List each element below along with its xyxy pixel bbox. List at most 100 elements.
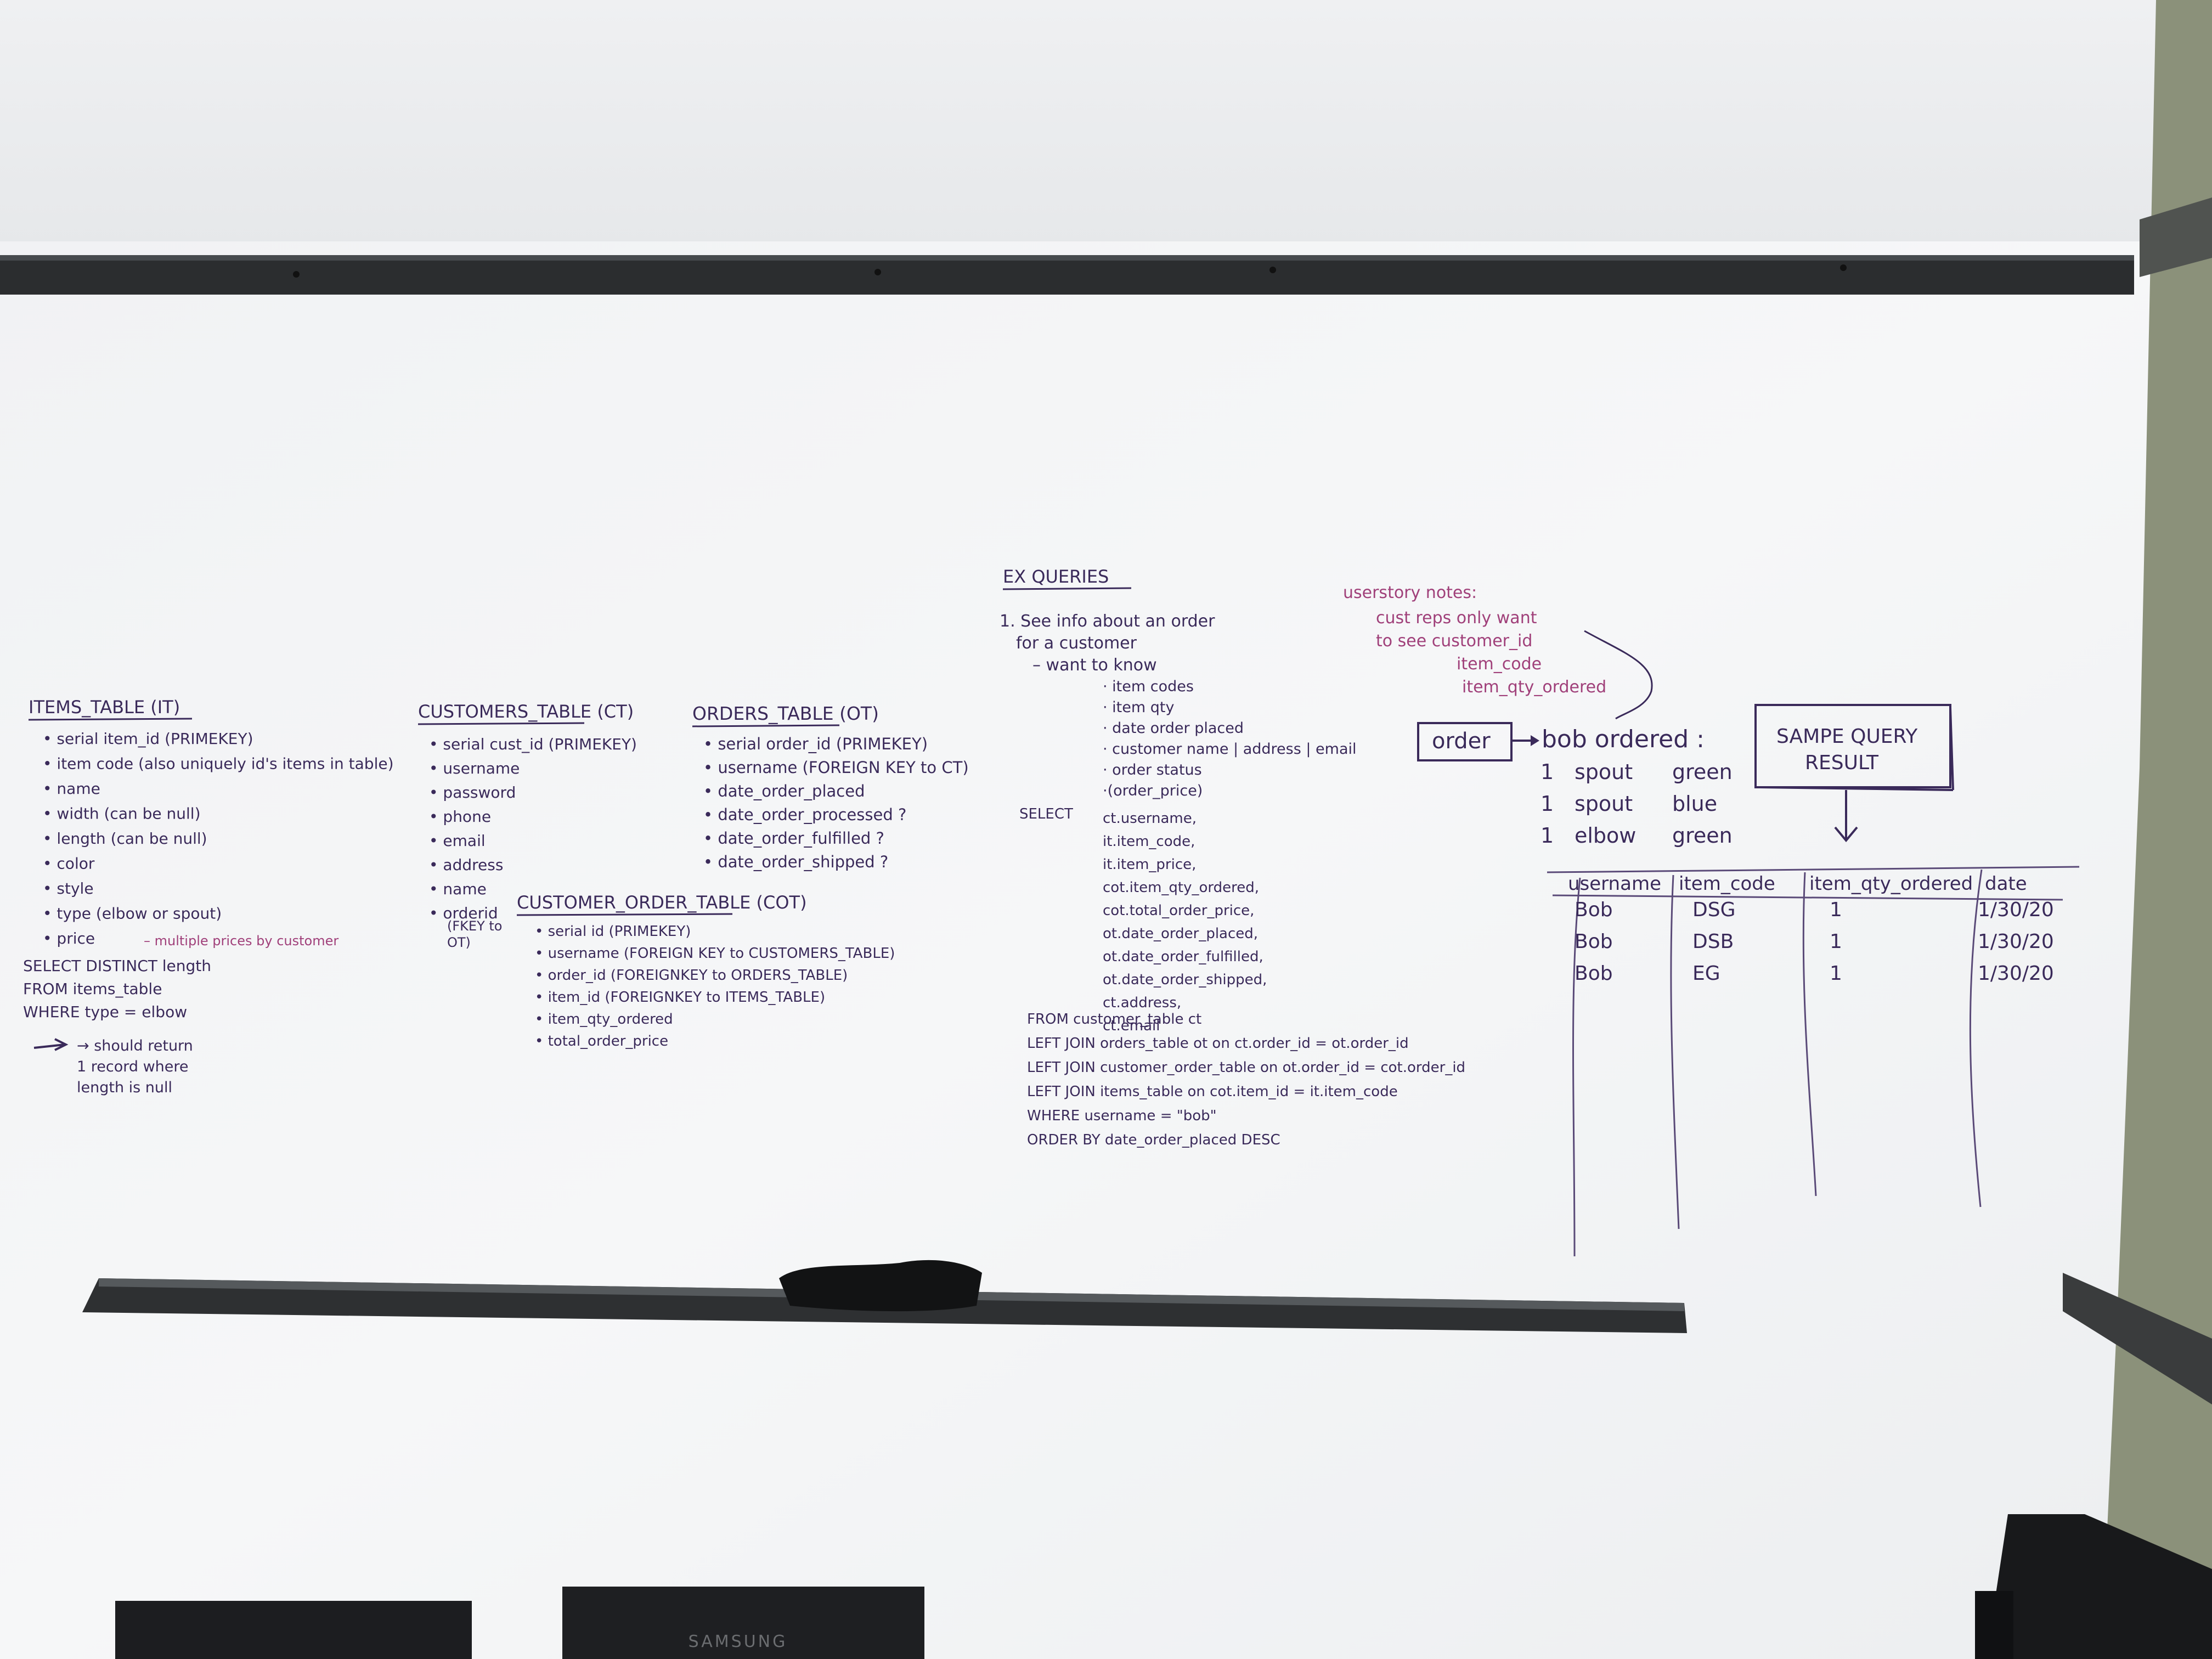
select-column: ot.date_order_placed, [1103, 926, 1258, 942]
user-story-line: item_code [1457, 654, 1542, 674]
result-column-header: item_code [1679, 873, 1775, 895]
items-table-notes: ITEMS_TABLE (IT) • serial item_id (PRIME… [23, 697, 394, 1096]
select-column: cot.item_qty_ordered, [1103, 879, 1259, 896]
customers-field: • address [429, 856, 503, 874]
exq-intro-line: 1. See info about an order [1000, 612, 1215, 631]
eraser [779, 1260, 982, 1312]
orders-field: • date_order_shipped ? [703, 853, 888, 871]
user-story-notes: userstory notes: cust reps only want to s… [1343, 583, 1653, 720]
sql-clause: ORDER BY date_order_placed DESC [1027, 1132, 1280, 1148]
result-cell: 1/30/20 [1978, 962, 2054, 985]
result-cell: Bob [1575, 930, 1613, 953]
customers-table-notes: CUSTOMERS_TABLE (CT) • serial cust_id (P… [417, 701, 637, 950]
result-column-header: item_qty_ordered [1809, 873, 1973, 895]
exq-intro-line: – want to know [1032, 656, 1157, 675]
customers-table-title: CUSTOMERS_TABLE (CT) [418, 701, 634, 722]
result-cell: EG [1692, 962, 1720, 985]
items-query-line: WHERE type = elbow [23, 1003, 187, 1021]
items-field: • item code (also uniquely id's items in… [43, 755, 394, 773]
cot-field: • serial id (PRIMEKEY) [535, 923, 691, 940]
result-cell: 1 [1830, 899, 1842, 921]
monitor-center [562, 1587, 924, 1659]
select-column: ot.date_order_shipped, [1103, 972, 1267, 988]
items-result-note: → should return [77, 1037, 193, 1054]
result-cell: DSG [1692, 899, 1735, 921]
result-cell: 1 [1830, 930, 1842, 953]
user-story-title: userstory notes: [1343, 583, 1477, 602]
items-field: • style [43, 879, 94, 898]
items-field: • color [43, 855, 95, 873]
sql-clause: WHERE username = "bob" [1027, 1108, 1217, 1124]
result-cell: 1/30/20 [1978, 930, 2054, 953]
customers-fkey-note: OT) [447, 935, 471, 950]
items-query-line: SELECT DISTINCT length [23, 957, 211, 975]
order-row-cell: 1 [1541, 760, 1554, 784]
orders-field: • username (FOREIGN KEY to CT) [703, 758, 969, 777]
sql-clause: LEFT JOIN orders_table ot on ct.order_id… [1027, 1035, 1409, 1052]
side-wall [2101, 0, 2212, 1659]
sql-clause: LEFT JOIN customer_order_table on ot.ord… [1027, 1059, 1465, 1076]
top-rail [0, 255, 2134, 295]
items-field: • length (can be null) [43, 830, 207, 848]
result-arrow-icon [33, 1038, 69, 1051]
customers-fkey-note: (FKEY to [447, 918, 502, 934]
orders-table-notes: ORDERS_TABLE (OT) • serial order_id (PRI… [692, 703, 969, 871]
customers-field: • name [429, 880, 487, 898]
orders-table-title: ORDERS_TABLE (OT) [692, 703, 879, 724]
monitor-left [115, 1601, 472, 1659]
customers-field: • phone [429, 808, 491, 826]
order-row-cell: green [1672, 760, 1733, 784]
result-cell: Bob [1575, 962, 1613, 985]
ex-queries-notes: EX QUERIES 1. See info about an order for… [1000, 566, 1465, 1148]
items-table-title: ITEMS_TABLE (IT) [29, 697, 180, 718]
customers-field: • serial cust_id (PRIMEKEY) [429, 735, 637, 753]
items-field: • serial item_id (PRIMEKEY) [43, 730, 253, 748]
order-row-cell: elbow [1575, 823, 1636, 848]
user-story-line: to see customer_id [1376, 631, 1532, 651]
exq-want: · order status [1103, 761, 1202, 778]
items-field: • width (can be null) [43, 805, 201, 823]
items-result-note: 1 record where [77, 1058, 189, 1075]
customer-order-table-title: CUSTOMER_ORDER_TABLE (COT) [517, 892, 807, 913]
result-label-line: SAMPE QUERY [1776, 725, 1918, 748]
order-row-cell: green [1672, 823, 1733, 848]
orders-field: • date_order_fulfilled ? [703, 829, 884, 848]
side-wall-ledge [2140, 198, 2212, 277]
items-query-line: FROM items_table [23, 980, 162, 998]
customers-field: • orderid [429, 904, 498, 922]
monitor-right [1986, 1514, 2212, 1659]
customers-field: • email [429, 832, 486, 850]
order-heading: bob ordered : [1542, 725, 1705, 753]
cot-field: • item_id (FOREIGNKEY to ITEMS_TABLE) [535, 989, 825, 1006]
result-label-line: RESULT [1805, 752, 1879, 774]
select-column: ct.email [1103, 1018, 1160, 1034]
customer-order-table-notes: CUSTOMER_ORDER_TABLE (COT) • serial id (… [516, 892, 895, 1049]
sql-clause: FROM customer_table ct [1027, 1011, 1201, 1028]
items-price-note: – multiple prices by customer [144, 933, 338, 949]
order-row-cell: 1 [1541, 792, 1554, 816]
customers-field: • password [429, 783, 516, 802]
exq-want: ·(order_price) [1103, 782, 1203, 799]
select-column: it.item_code, [1103, 833, 1195, 850]
select-column: ct.address, [1103, 995, 1181, 1011]
result-label-box [1754, 704, 1951, 788]
exq-want: · customer name | address | email [1103, 741, 1357, 758]
order-row-cell: spout [1575, 792, 1633, 816]
user-story-line: cust reps only want [1376, 608, 1537, 628]
customers-field: • username [429, 759, 520, 777]
select-column: ot.date_order_fulfilled, [1103, 949, 1263, 965]
select-column: it.item_price, [1103, 856, 1196, 873]
order-box-label: order [1432, 729, 1491, 754]
items-field: • type (elbow or spout) [43, 905, 222, 923]
order-row-cell: 1 [1541, 823, 1554, 848]
order-row-cell: blue [1672, 792, 1717, 816]
exq-intro-line: for a customer [1016, 634, 1137, 653]
cot-field: • order_id (FOREIGNKEY to ORDERS_TABLE) [535, 967, 848, 984]
exq-want: · item codes [1103, 678, 1194, 695]
ex-queries-title: EX QUERIES [1003, 566, 1109, 587]
cot-field: • total_order_price [535, 1033, 668, 1049]
result-column-header: username [1568, 873, 1661, 895]
result-column-header: date [1985, 873, 2027, 895]
